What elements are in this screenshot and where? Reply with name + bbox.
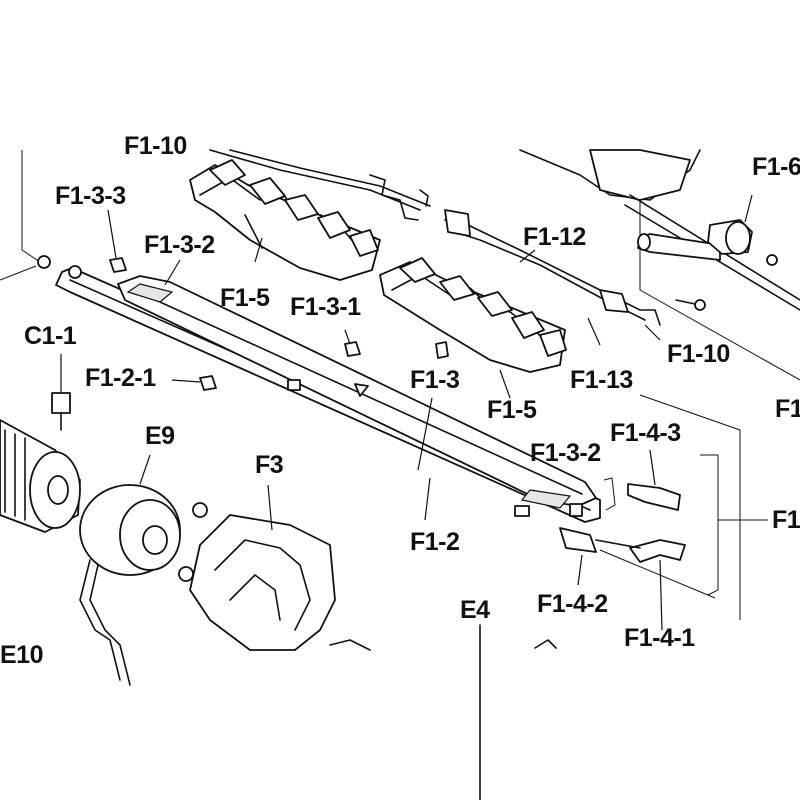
label-f1-13: F1-13 (570, 366, 633, 394)
leader-lines (60, 194, 753, 631)
label-f1-4-3: F1-4-3 (610, 419, 681, 447)
label-c1-1: C1-1 (24, 322, 77, 350)
motor-c1-1 (0, 419, 81, 533)
label-f1-10: F1-10 (667, 340, 730, 368)
label-f1-5-left: F1-5 (220, 284, 270, 312)
fan-e9 (79, 484, 181, 686)
label-e4: E4 (460, 596, 490, 624)
label-f1-10-top: F1-10 (124, 132, 187, 160)
label-f1-right-a: F1 (775, 395, 800, 423)
shaft-f1-6 (637, 219, 778, 311)
bracket-f1-5-right (379, 257, 567, 373)
label-f1-3-2-left: F1-3-2 (144, 231, 215, 259)
label-f1-3-2-right: F1-3-2 (530, 439, 601, 467)
bracket-f1-5-left (189, 159, 381, 281)
rail-assembly (55, 265, 601, 523)
left-frame-line (0, 150, 41, 281)
label-f1-6: F1-6 (752, 153, 800, 181)
label-f1-2: F1-2 (410, 528, 460, 556)
label-f3: F3 (255, 451, 284, 479)
parts-f1-4 (559, 483, 686, 563)
screws (37, 255, 449, 431)
right-frame-line (599, 394, 768, 620)
label-f1-12: F1-12 (523, 223, 586, 251)
label-f1-5-right: F1-5 (487, 396, 537, 424)
label-f1-2-1: F1-2-1 (85, 364, 156, 392)
label-f1-3-1: F1-3-1 (290, 293, 361, 321)
e4-fragment (479, 624, 557, 800)
label-e9: E9 (145, 422, 175, 450)
label-f1-4-2: F1-4-2 (537, 590, 608, 618)
label-f1-4-1: F1-4-1 (624, 624, 695, 652)
rod-right (444, 209, 661, 326)
label-e10: E10 (0, 641, 43, 669)
label-f1-3: F1-3 (410, 366, 460, 394)
label-f1-3-3: F1-3-3 (55, 182, 126, 210)
rod-top-left (209, 149, 431, 221)
housing-f3 (178, 502, 371, 651)
label-f1-right-b: F1 (772, 506, 800, 534)
